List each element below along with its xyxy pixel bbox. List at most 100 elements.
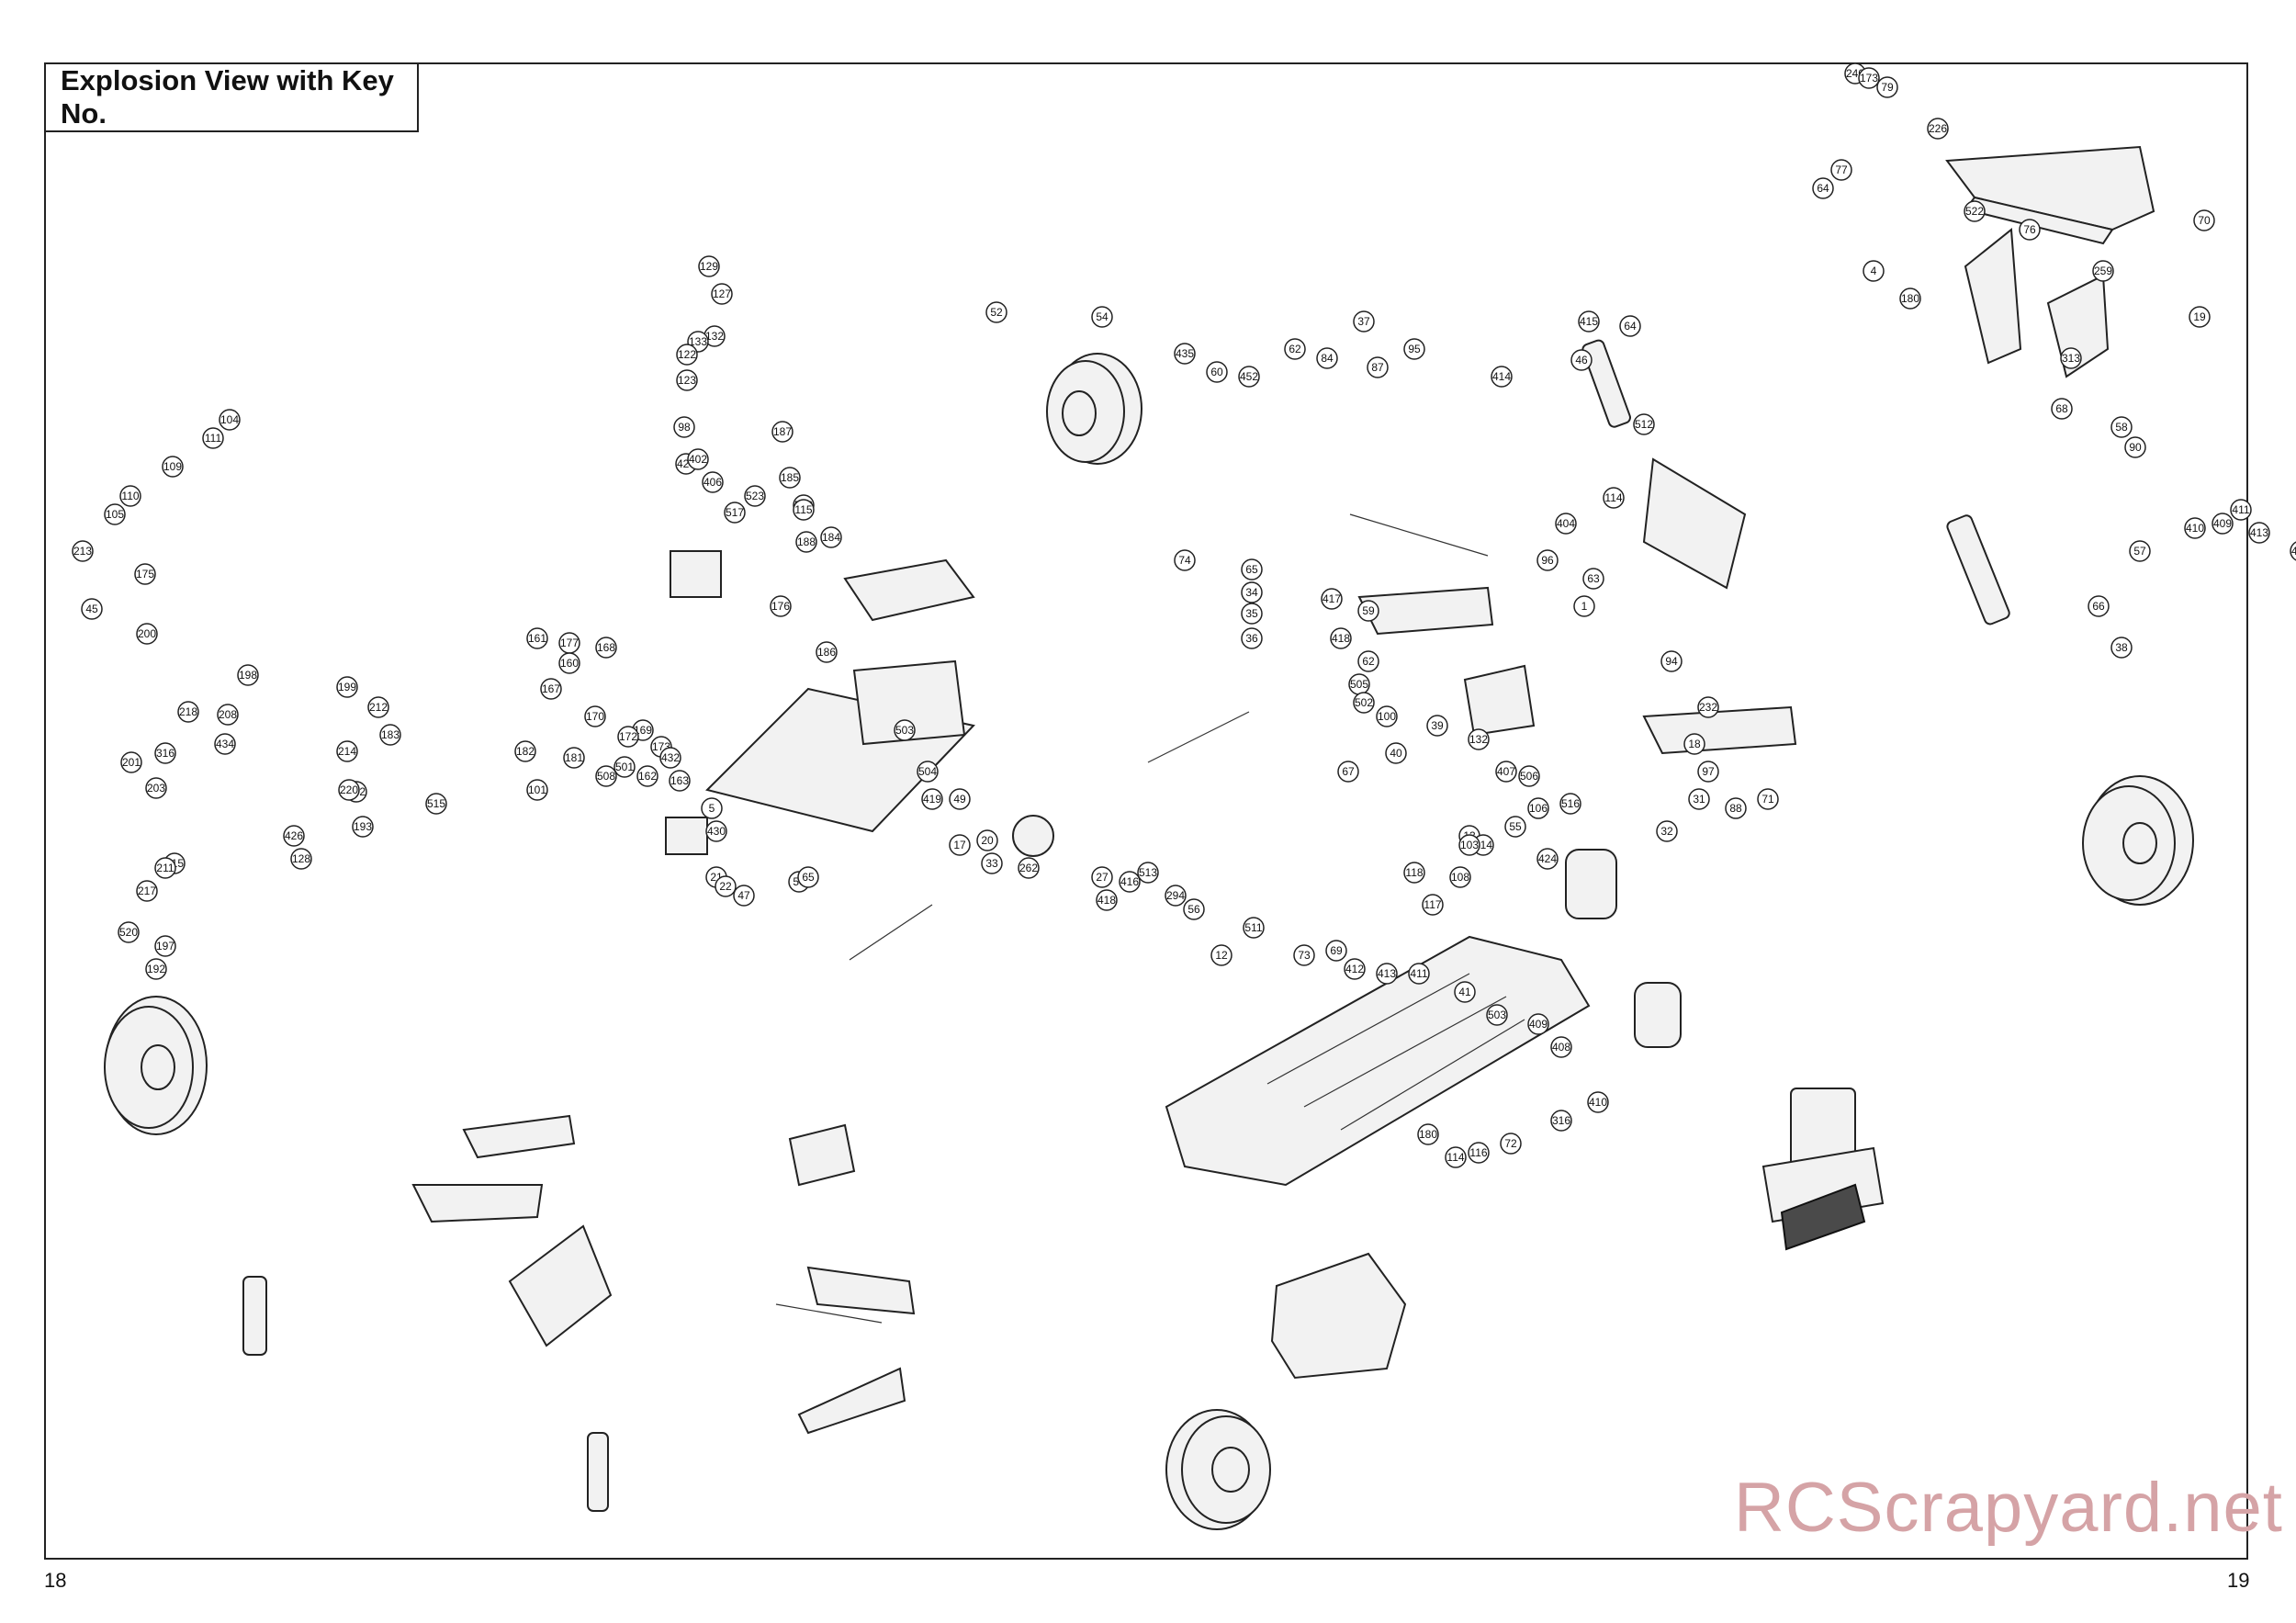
callout-198: 198 — [237, 664, 259, 686]
callout-410: 410 — [2184, 517, 2206, 539]
callout-label: 66 — [2092, 600, 2105, 613]
callout-434: 434 — [214, 733, 236, 755]
callout-label: 503 — [895, 724, 914, 737]
callout-label: 294 — [1166, 889, 1185, 902]
callout-label: 79 — [1881, 81, 1894, 94]
callout-label: 39 — [1431, 719, 1444, 732]
callout-27: 27 — [1091, 866, 1113, 888]
callout-label: 104 — [220, 413, 239, 426]
callout-58: 58 — [2110, 416, 2133, 438]
callout-label: 160 — [560, 657, 579, 670]
callout-label: 316 — [156, 747, 174, 760]
shock-rear-left — [1581, 339, 1631, 428]
callout-69: 69 — [1325, 940, 1347, 962]
callout-520: 520 — [118, 921, 140, 943]
callout-259: 259 — [2092, 260, 2114, 282]
callout-label: 407 — [1497, 765, 1515, 778]
callout-label: 426 — [285, 829, 303, 842]
callout-213: 213 — [72, 540, 94, 562]
callout-17: 17 — [949, 834, 971, 856]
callout-label: 45 — [85, 603, 98, 615]
callout-label: 64 — [1817, 182, 1829, 195]
callout-74: 74 — [1174, 549, 1196, 571]
callout-424: 424 — [1536, 848, 1559, 870]
callout-71: 71 — [1757, 788, 1779, 810]
callout-55: 55 — [1504, 816, 1526, 838]
callout-132: 132 — [1468, 728, 1490, 750]
callout-502: 502 — [1353, 692, 1375, 714]
callout-label: 108 — [1451, 871, 1469, 884]
callout-65: 65 — [1241, 558, 1263, 580]
callout-label: 27 — [1096, 871, 1109, 884]
chassis-plate — [1165, 935, 1591, 1187]
callout-label: 35 — [1245, 607, 1258, 620]
callout-label: 132 — [705, 330, 724, 343]
callout-501: 501 — [613, 756, 636, 778]
callout-45: 45 — [81, 598, 103, 620]
callout-416: 416 — [1119, 871, 1141, 893]
callout-label: 262 — [1019, 862, 1038, 874]
callout-70: 70 — [2193, 209, 2215, 231]
callout-label: 67 — [1342, 765, 1355, 778]
callout-430: 430 — [705, 820, 727, 842]
callout-262: 262 — [1018, 857, 1040, 879]
callout-503: 503 — [894, 719, 916, 741]
callout-419: 419 — [921, 788, 943, 810]
callout-163: 163 — [669, 770, 691, 792]
callout-412: 412 — [2290, 541, 2296, 561]
callout-114: 114 — [1603, 487, 1625, 509]
callout-label: 56 — [1187, 903, 1200, 916]
callout-47: 47 — [733, 885, 755, 907]
callout-19: 19 — [2189, 306, 2211, 328]
callout-185: 185 — [779, 467, 801, 489]
callout-label: 513 — [1139, 866, 1157, 879]
callout-412: 412 — [1344, 958, 1366, 980]
callout-111: 111 — [202, 427, 224, 449]
callout-418: 418 — [1330, 627, 1352, 649]
callout-108: 108 — [1449, 866, 1471, 888]
servo-throttle — [665, 817, 708, 855]
callout-label: 77 — [1835, 163, 1848, 176]
callout-label: 183 — [381, 728, 400, 741]
callout-label: 175 — [136, 568, 154, 580]
callout-label: 522 — [1965, 205, 1984, 218]
callout-20: 20 — [976, 829, 998, 851]
callout-label: 418 — [1097, 894, 1116, 907]
callout-411: 411 — [1408, 963, 1430, 985]
callout-label: 110 — [121, 490, 139, 502]
callout-109: 109 — [162, 456, 184, 478]
callout-67: 67 — [1337, 761, 1359, 783]
callout-218: 218 — [177, 701, 199, 723]
callout-label: 218 — [179, 705, 197, 718]
callout-409: 409 — [2212, 513, 2234, 535]
callout-182: 182 — [514, 740, 536, 762]
driveshaft-rear — [1349, 513, 1489, 557]
radio-tray — [705, 558, 975, 833]
callout-65: 65 — [797, 866, 819, 888]
callout-186: 186 — [816, 641, 838, 663]
callout-label: 198 — [239, 669, 257, 682]
callout-203: 203 — [145, 777, 167, 799]
callout-32: 32 — [1656, 820, 1678, 842]
callout-504: 504 — [917, 761, 939, 783]
callout-label: 162 — [638, 770, 657, 783]
callout-label: 100 — [1378, 710, 1396, 723]
callout-label: 508 — [597, 770, 615, 783]
rear-wing — [1945, 145, 2155, 378]
callout-184: 184 — [820, 526, 842, 548]
callout-208: 208 — [217, 704, 239, 726]
callout-94: 94 — [1660, 650, 1683, 672]
callout-label: 115 — [794, 503, 812, 516]
callout-label: 114 — [1604, 491, 1622, 504]
callout-label: 32 — [1660, 825, 1673, 838]
callout-188: 188 — [795, 531, 817, 553]
callout-label: 504 — [918, 765, 937, 778]
callout-label: 97 — [1702, 765, 1715, 778]
callout-407: 407 — [1495, 761, 1517, 783]
callout-label: 103 — [1460, 839, 1479, 851]
callout-label: 182 — [516, 745, 535, 758]
callout-label: 65 — [802, 871, 815, 884]
callout-label: 197 — [156, 940, 174, 952]
callout-label: 127 — [713, 287, 731, 300]
